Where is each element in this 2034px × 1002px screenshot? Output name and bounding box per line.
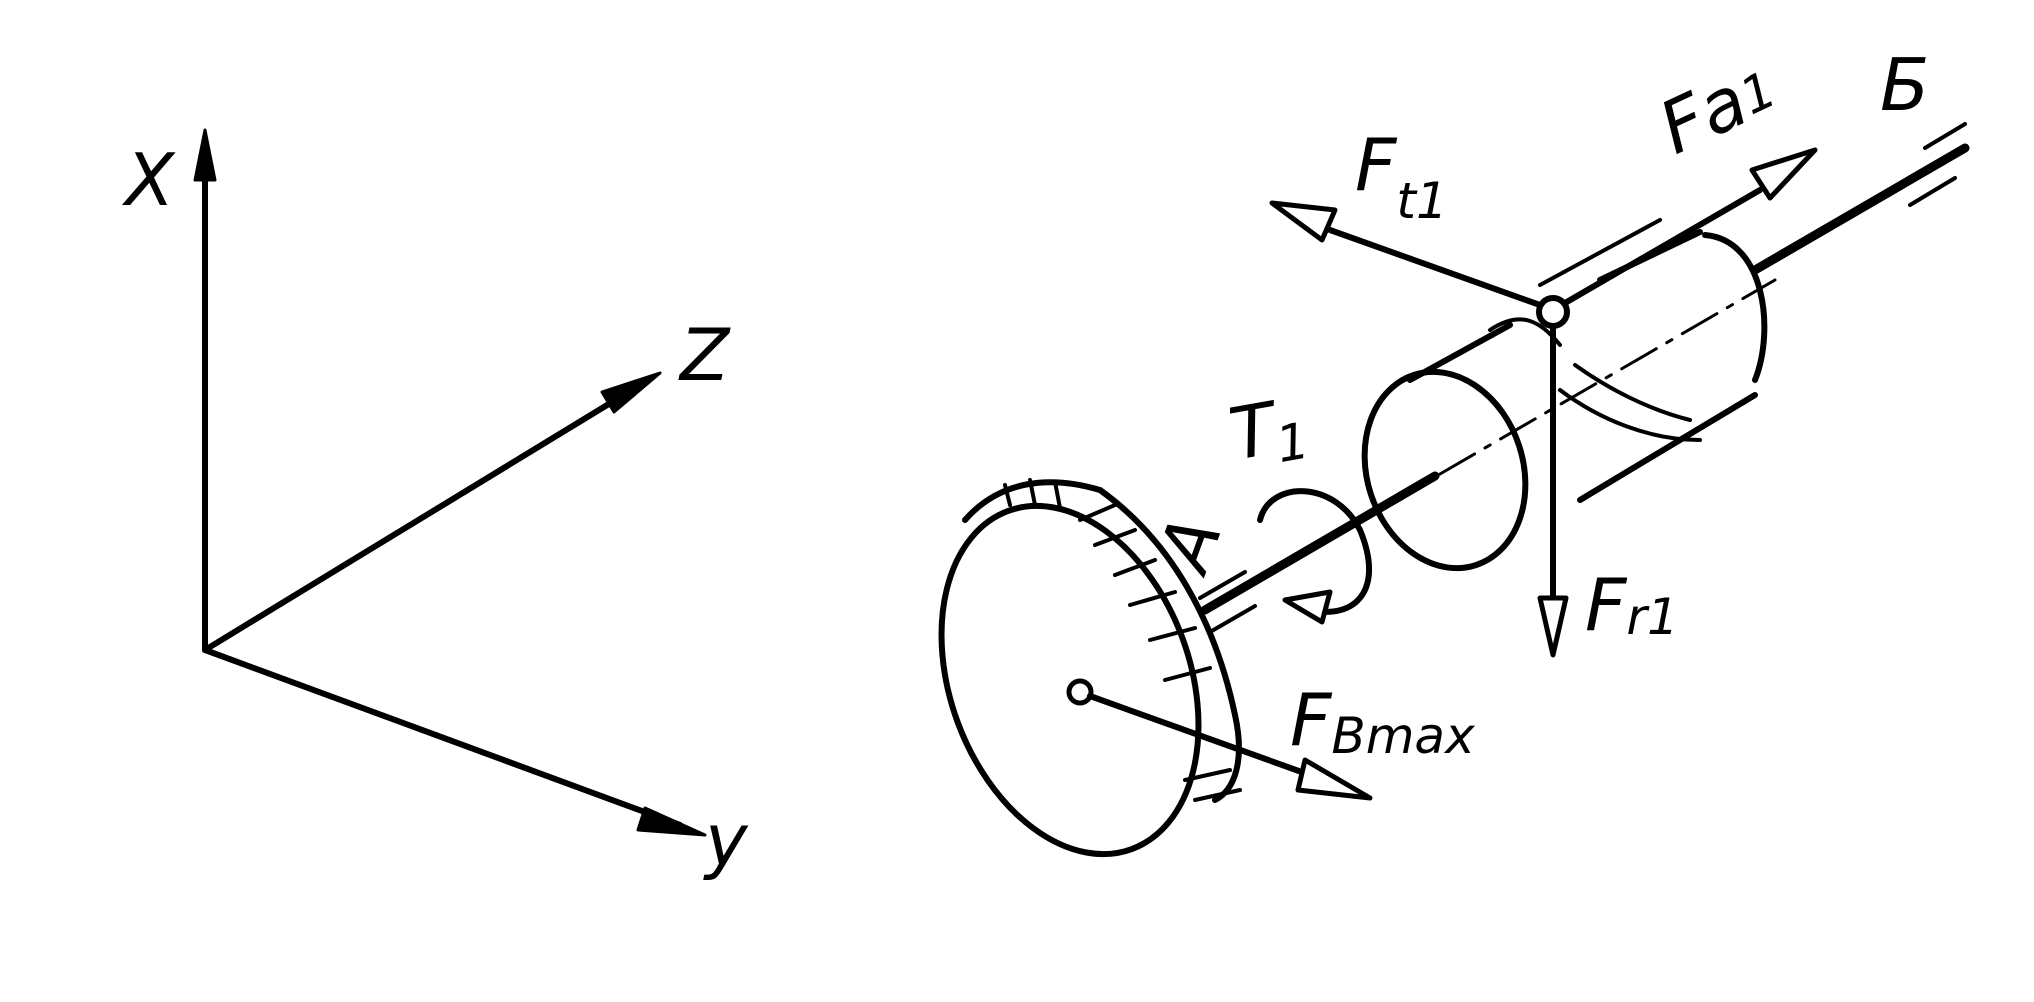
force-fa1-label: Fa1 (1647, 45, 1789, 171)
force-fbmax: FBmax (1087, 678, 1475, 801)
gear-mark (1538, 218, 1662, 287)
support-b-label: Б (1880, 43, 1929, 127)
shaft-right-segment (1750, 143, 1970, 275)
y-axis-line (202, 647, 683, 828)
pulley-knurl (1003, 478, 1242, 802)
gear-tooth-line-2 (1573, 363, 1692, 422)
force-ft1-arrowhead (1269, 200, 1338, 243)
force-fr1: Fr1 (1537, 323, 1679, 658)
y-axis-label: y (703, 798, 749, 882)
support-a-hatch-1 (1208, 604, 1257, 634)
force-fa1-arrowhead (1749, 147, 1818, 201)
gear-top-edge (1407, 322, 1513, 383)
gear-tooth-line-3 (1558, 388, 1702, 442)
gear-bottom-edge (1577, 392, 1758, 503)
support-b-hatch-2 (1908, 176, 1957, 207)
support-a-label: A (1141, 506, 1238, 585)
pulley-rim-top (962, 479, 1103, 523)
force-fa1: Fa1 (1562, 45, 1818, 306)
shaft (1198, 122, 1970, 634)
force-fbmax-label: FBmax (1290, 678, 1475, 765)
shaft-left-segment (1200, 471, 1440, 615)
force-ft1: Ft1 (1269, 123, 1543, 308)
x-axis-arrowhead (193, 128, 217, 182)
pulley-disk (938, 478, 1242, 858)
x-axis-label: X (121, 138, 176, 222)
force-ft1-line (1327, 227, 1543, 308)
coordinate-axes: X Z y (121, 128, 749, 882)
torque-t1-arrowhead (1282, 589, 1333, 625)
z-axis-line (202, 382, 643, 653)
force-fbmax-arrowhead (1295, 757, 1373, 801)
support-b-hatch-1 (1923, 122, 1967, 150)
y-axis-arrowhead (636, 806, 707, 837)
force-fr1-arrowhead (1537, 595, 1569, 658)
pulley-face (938, 502, 1202, 858)
force-fa1-line (1562, 187, 1763, 306)
torque-t1-label: T1 (1223, 381, 1313, 482)
shaft-centerline (1438, 278, 1777, 476)
z-axis-arrowhead (600, 371, 662, 414)
force-fbmax-line (1087, 693, 1313, 778)
force-ft1-label: Ft1 (1355, 123, 1448, 230)
pulley-rim-bottom (1212, 712, 1242, 803)
z-axis-label: Z (678, 313, 731, 397)
torque-t1-arc (1257, 488, 1373, 615)
pulley-rim-side (1097, 487, 1238, 718)
support-a-hatch-2 (1198, 570, 1247, 600)
pulley-center (1066, 678, 1094, 706)
force-fr1-label: Fr1 (1585, 563, 1679, 647)
gear-back-face (1702, 232, 1768, 383)
